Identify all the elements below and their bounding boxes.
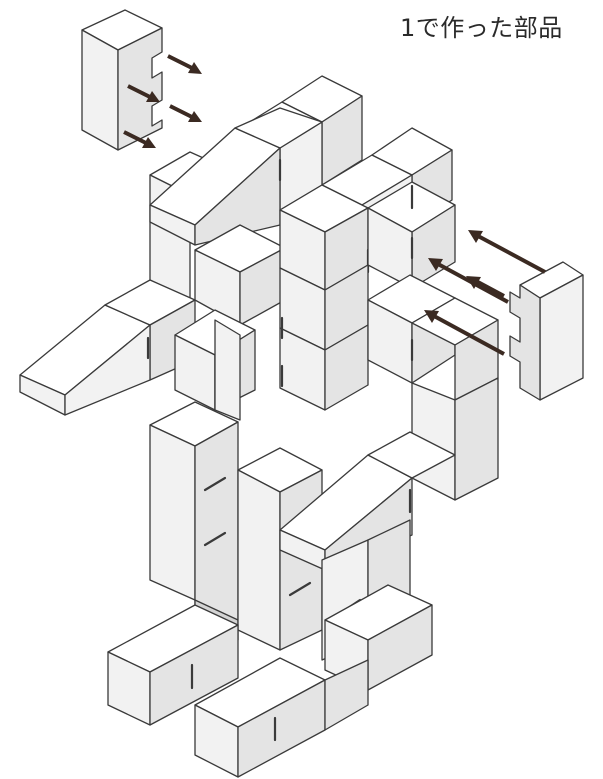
arrow-icon (170, 106, 202, 122)
left-leg-block (150, 402, 238, 640)
detached-part-right (510, 262, 583, 400)
arrow-icon (466, 276, 504, 296)
detached-part-top-left (82, 10, 162, 150)
left-arm-block (20, 280, 195, 415)
arrow-icon (468, 230, 545, 272)
arrow-icon (168, 56, 202, 74)
